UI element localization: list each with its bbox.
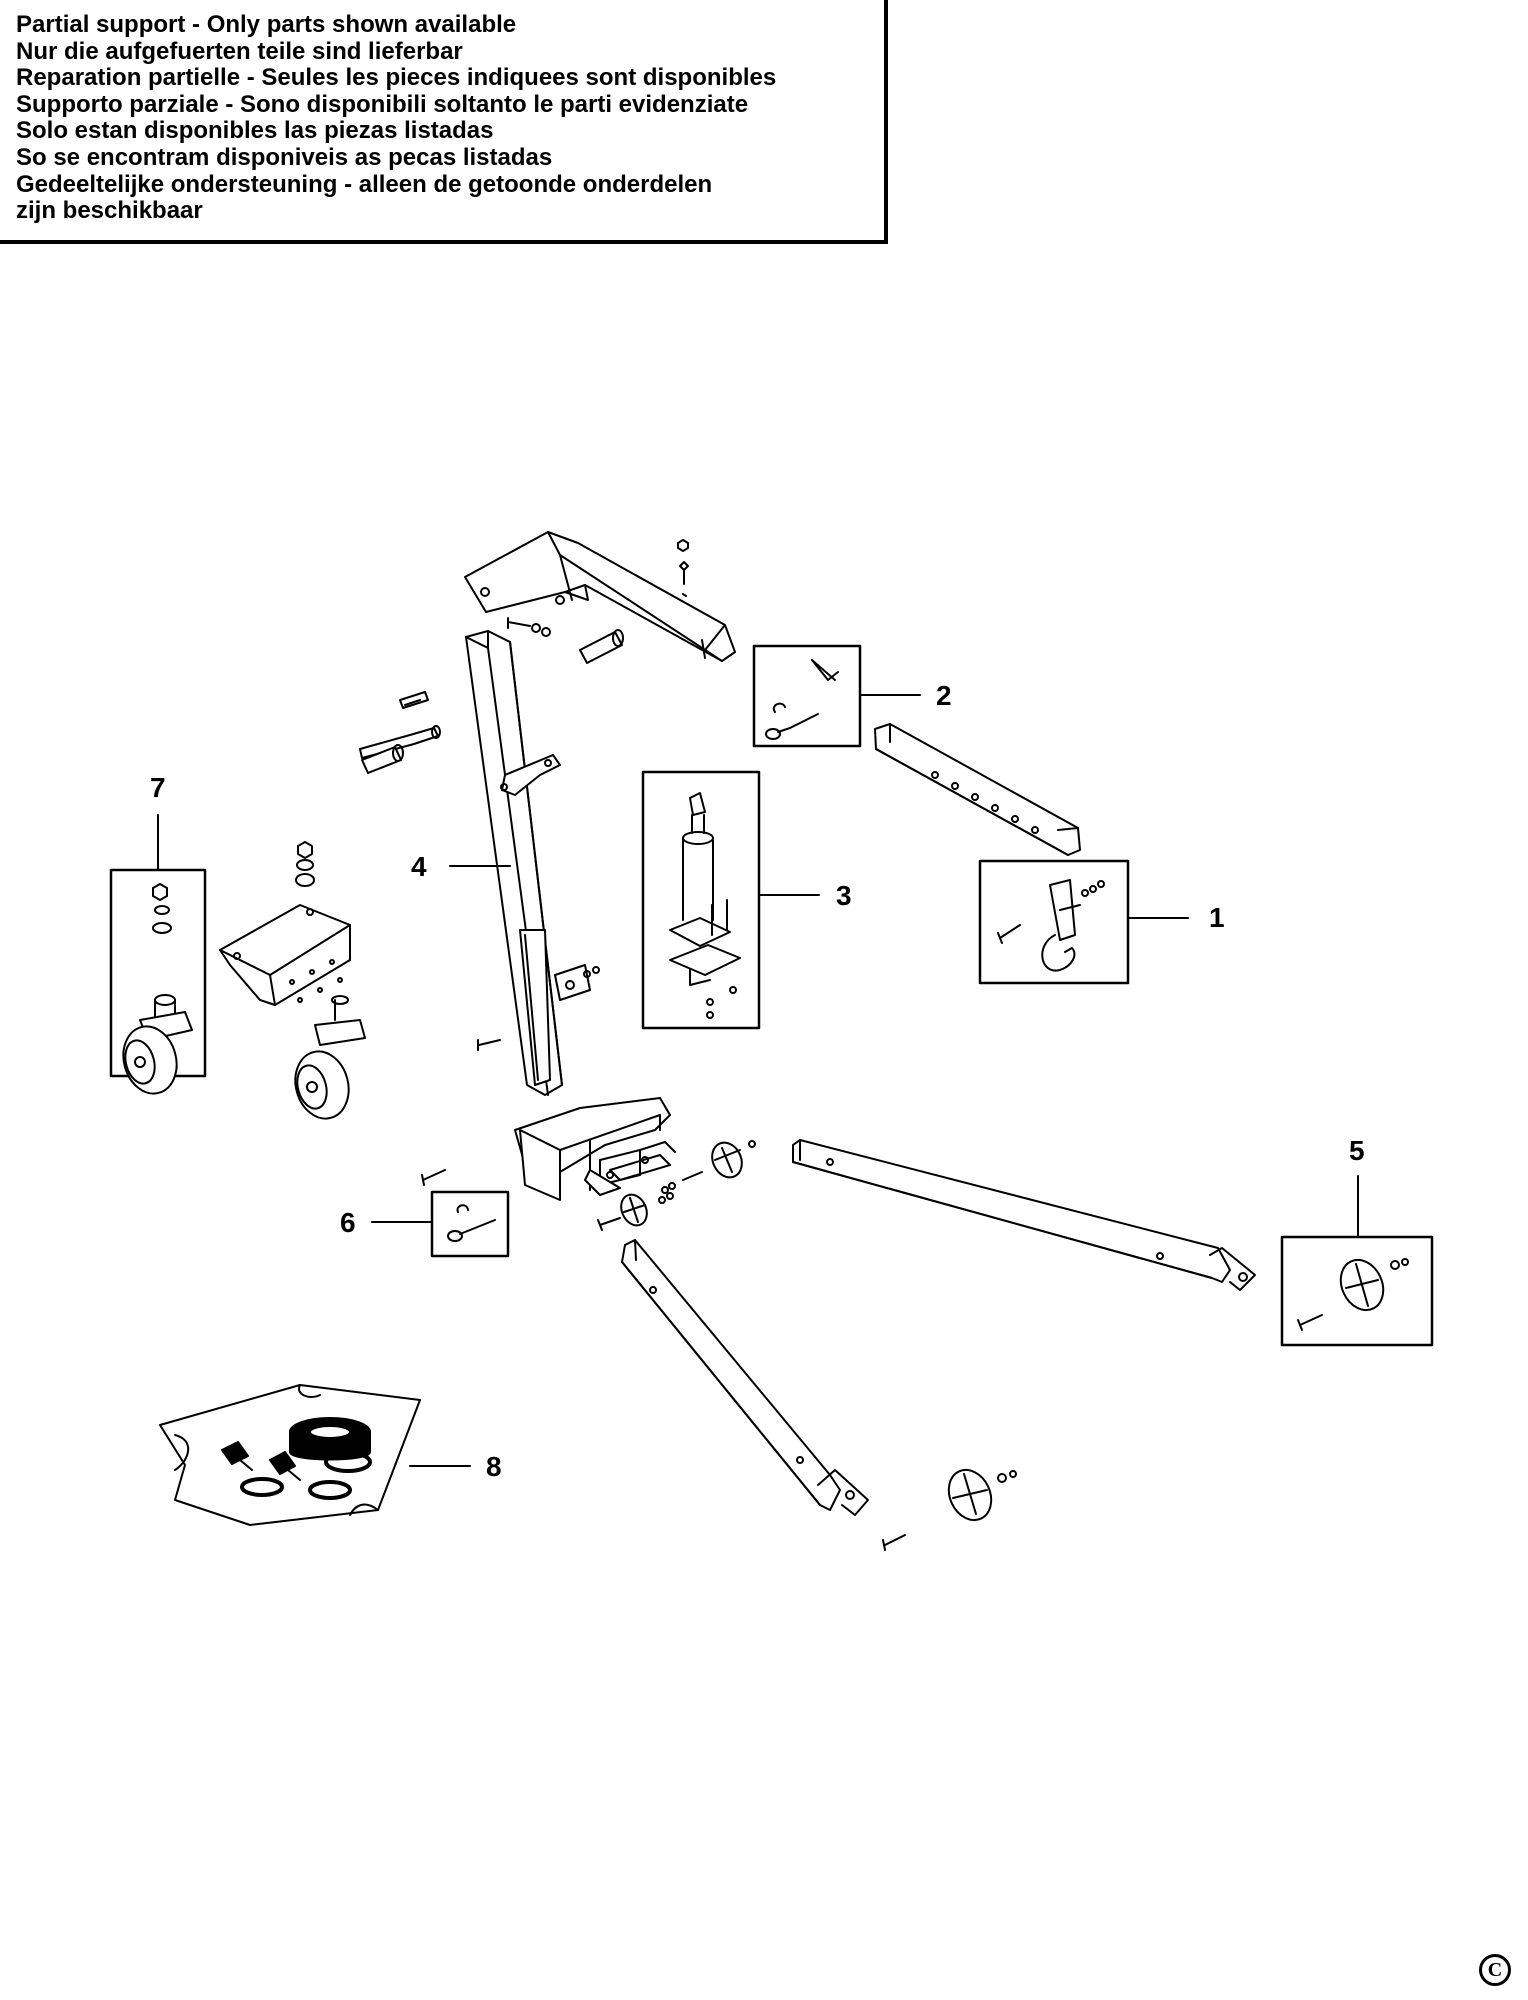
availability-notice: Partial support - Only parts shown avail… <box>0 0 888 244</box>
copyright-letter: C <box>1487 1959 1503 1981</box>
callout-8: 8 <box>486 1451 502 1482</box>
mast-pins <box>359 629 624 1051</box>
leg-left <box>621 1239 869 1516</box>
callout-2: 2 <box>936 680 952 711</box>
item-3-ram-box <box>641 770 761 1030</box>
callout-5: 5 <box>1349 1135 1365 1166</box>
notice-line: Supporto parziale - Sono disponibili sol… <box>16 90 749 118</box>
notice-lines: Partial support - Only parts shown avail… <box>16 11 777 225</box>
mast-column <box>465 630 591 1096</box>
copyright-mark: C <box>1479 1954 1511 1986</box>
notice-line: zijn beschikbaar <box>16 197 203 225</box>
callout-1: 1 <box>1209 902 1225 933</box>
item-2-pin-box <box>752 644 862 748</box>
notice-line: Partial support - Only parts shown avail… <box>16 11 517 38</box>
callout-4: 4 <box>411 851 427 882</box>
item-8-seal-kit <box>159 1384 421 1526</box>
notice-line: So se encontram disponiveis as pecas lis… <box>16 143 553 171</box>
base-wheel-upper <box>711 1140 756 1179</box>
notice-line: Reparation partielle - Seules les pieces… <box>16 64 777 92</box>
leg-right <box>792 1139 1256 1291</box>
boom-arm <box>464 531 736 662</box>
notice-line: Gedeeltelijke ondersteuning - alleen de … <box>16 170 713 198</box>
item-5-wheel-box <box>1280 1235 1434 1347</box>
base-bolts <box>421 1169 703 1231</box>
loose-caster-assembly <box>219 841 366 1120</box>
item-6-pin-box <box>430 1190 510 1258</box>
notice-line: Nur die aufgefuerten teile sind lieferba… <box>16 37 463 65</box>
boom-extension <box>874 723 1081 856</box>
base-wheel-lower <box>620 1193 648 1227</box>
base-frame <box>514 1097 676 1201</box>
boom-bolts <box>507 539 689 637</box>
notice-line: Solo estan disponibles las piezas listad… <box>16 117 494 145</box>
item-1-hook-box <box>978 859 1130 985</box>
item-7-caster-box <box>109 868 207 1095</box>
leg-left-wheel <box>882 1468 1017 1551</box>
callout-7: 7 <box>150 772 166 803</box>
callout-3: 3 <box>836 880 852 911</box>
callout-6: 6 <box>340 1207 356 1238</box>
